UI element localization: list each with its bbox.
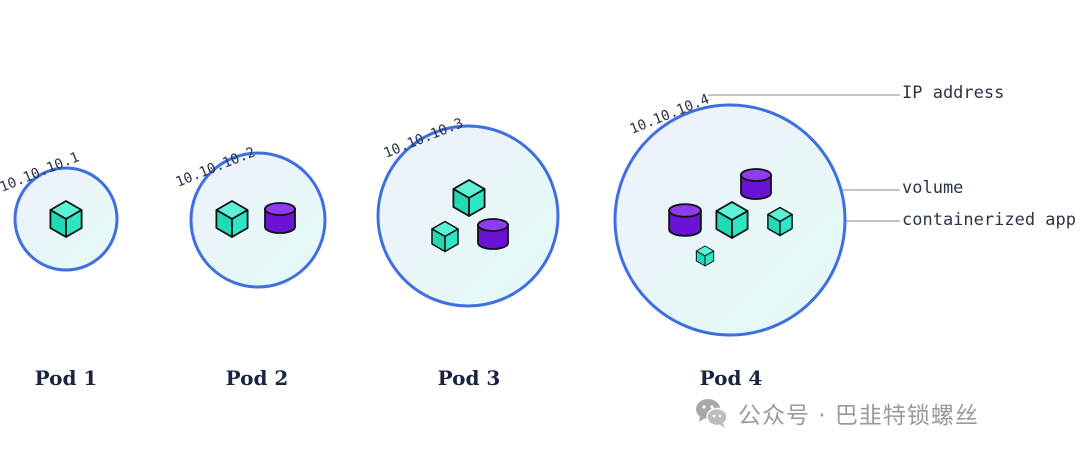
wechat-icon (696, 399, 728, 428)
container-icon (767, 206, 793, 237)
container-icon (431, 220, 459, 253)
pod-label: Pod 4 (699, 366, 763, 390)
volume-icon (477, 218, 509, 250)
container-icon (715, 201, 749, 239)
volume-icon (264, 202, 296, 234)
container-icon (215, 200, 249, 238)
pod-label: Pod 1 (34, 366, 98, 390)
container-icon (452, 179, 486, 217)
containerized-app-label: containerized app (902, 210, 1076, 230)
ip-address-label: IP address (902, 83, 1005, 103)
pod-label: Pod 2 (225, 366, 289, 390)
pod-1: 10.10.10.1 (0, 149, 119, 272)
volume-icon (668, 203, 702, 237)
pod-circle (189, 151, 327, 289)
container-icon (49, 200, 83, 238)
pod-3: 10.10.10.3 (376, 115, 560, 308)
pod-label: Pod 3 (437, 366, 501, 390)
watermark-text: 公众号 · 巴韭特锁螺丝 (738, 403, 979, 429)
volume-icon (740, 168, 772, 200)
pod-2: 10.10.10.2 (174, 144, 327, 289)
watermark: 公众号 · 巴韭特锁螺丝 (694, 393, 979, 433)
pod-4: 10.10.10.4 (613, 91, 847, 337)
volume-label: volume (902, 178, 964, 198)
container-icon (695, 245, 715, 267)
